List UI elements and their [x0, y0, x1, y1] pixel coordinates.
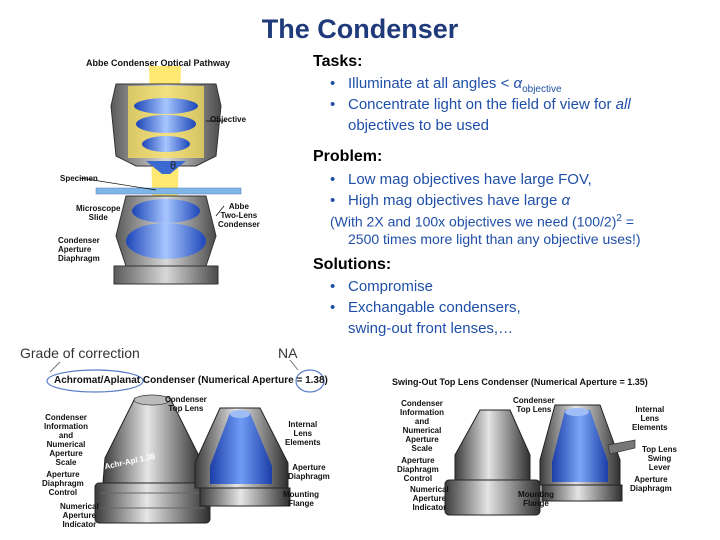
problem-heading: Problem:: [313, 148, 383, 165]
figure2-title: Achromat/Aplanat Condenser (Numerical Ap…: [54, 375, 328, 386]
figure1-title: Abbe Condenser Optical Pathway: [86, 58, 231, 68]
problem-note: (With 2X and 100x objectives we need (10…: [330, 213, 641, 247]
solutions-item-2: •Exchangable condensers, swing-out front…: [330, 299, 521, 337]
tasks-heading: Tasks:: [313, 53, 363, 70]
problem-item-2: •High mag objectives have large α: [330, 192, 571, 209]
achromat-condenser-drawing: [94, 394, 291, 524]
figure3-title: Swing-Out Top Lens Condenser (Numerical …: [392, 377, 648, 387]
tasks-item-2: •Concentrate light on the field of view …: [330, 96, 631, 134]
theta-label: θ: [170, 160, 177, 172]
annotation-callouts: [46, 360, 325, 393]
page-title: The Condenser: [261, 14, 459, 44]
objective-label: Objective: [210, 115, 247, 124]
grade-of-correction-label: Grade of correction: [20, 345, 140, 361]
problem-item-1: •Low mag objectives have large FOV,: [330, 171, 592, 188]
swing-out-condenser-drawing: [444, 404, 636, 516]
solutions-heading: Solutions:: [313, 256, 392, 273]
solutions-item-1: •Compromise: [330, 278, 434, 295]
abbe-condenser-diagram: [79, 66, 242, 285]
specimen-label: Specimen: [60, 174, 98, 183]
tasks-item-1: •Illuminate at all angles < αobjective: [330, 75, 562, 95]
na-label: NA: [278, 345, 298, 361]
